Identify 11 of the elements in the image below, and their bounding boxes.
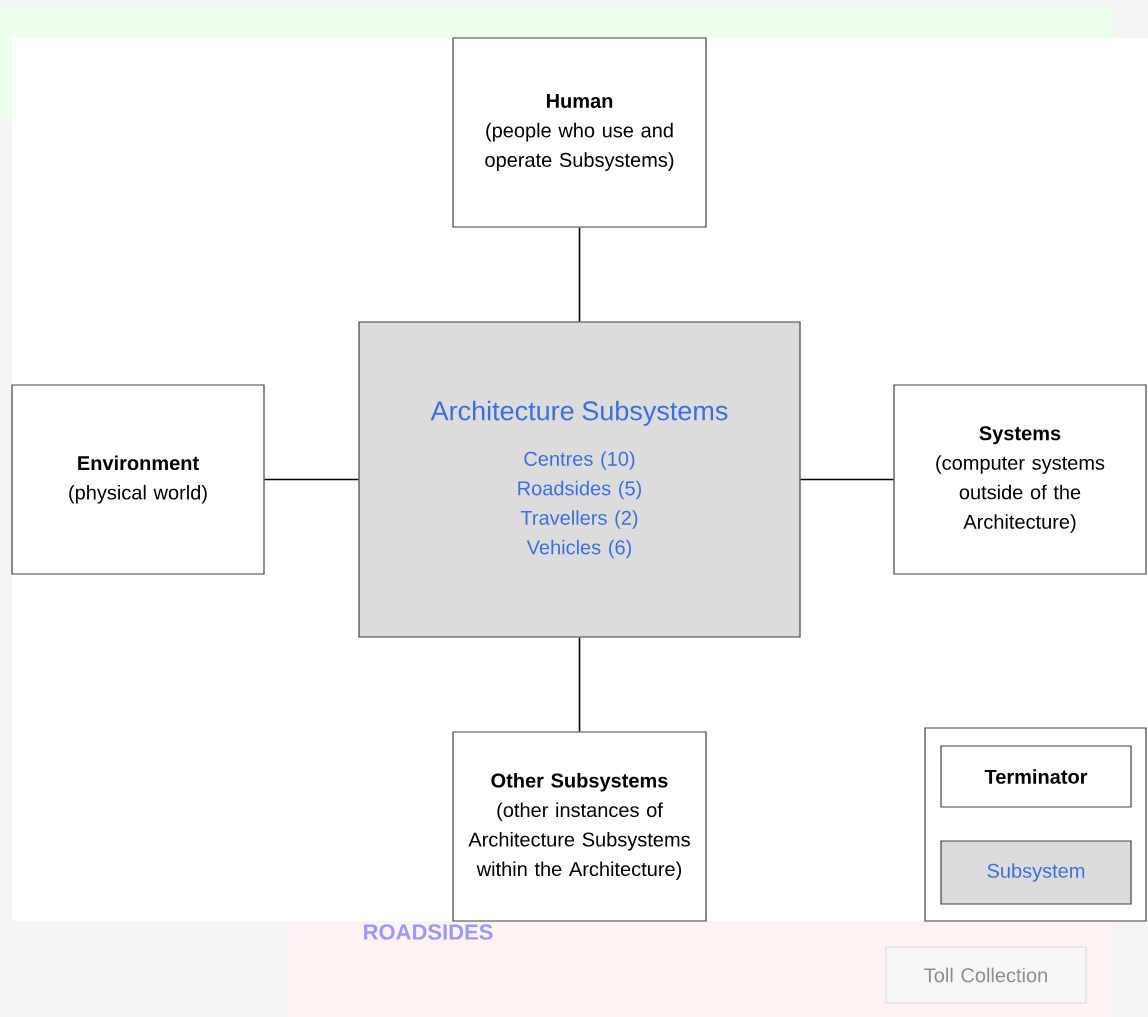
terminator-box: Human (people who use and operate Subsystems) [452, 37, 707, 228]
connector-line [578, 636, 581, 733]
connector-line [578, 226, 581, 323]
connector-line [263, 478, 360, 481]
terminator-box: Systems (computer systems outside of the Architecture) [893, 384, 1147, 575]
process-box: Toll Collection [885, 946, 1087, 1004]
region-label: ROADSIDES [364, 924, 493, 940]
subsystem-box: Architecture Subsystems Centres (10) Roadsides (5) Travellers (2) Vehicles (6) [358, 321, 801, 638]
terminator-box: Other Subsystems (other instances of Architecture Subsystems within the Architecture) [452, 731, 707, 922]
terminator-box: Environment (physical world) [11, 384, 265, 575]
connector-line [799, 478, 895, 481]
